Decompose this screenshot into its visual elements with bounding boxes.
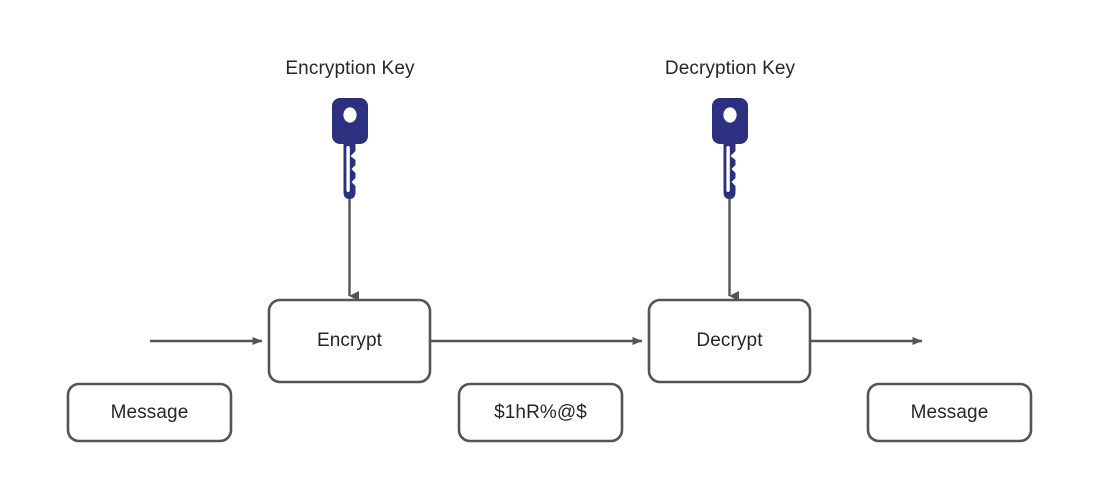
plaintext-input-box[interactable] <box>66 382 233 443</box>
plaintext-output-label: Message <box>868 384 1031 441</box>
decrypt-process-label-text: Decrypt <box>696 330 763 351</box>
encryption-key-caption: Encryption Key <box>240 55 460 83</box>
decryption-key-icon[interactable] <box>712 98 748 199</box>
encrypt-process-label-text: Encrypt <box>316 330 383 351</box>
decryption-key-caption: Decryption Key <box>620 55 840 83</box>
decrypt-process-label: Decrypt <box>649 300 810 382</box>
decryption-key-caption-text: Decryption Key <box>664 58 796 79</box>
encryption-key-caption-text: Encryption Key <box>285 58 415 79</box>
encrypt-process-label: Encrypt <box>269 300 430 382</box>
ciphertext-label: $1hR%@$ <box>459 384 622 441</box>
plaintext-input-label: Message <box>68 384 231 441</box>
plaintext-output-label-text: Message <box>910 401 989 423</box>
ciphertext-label-text: $1hR%@$ <box>494 401 587 423</box>
ciphertext-box[interactable] <box>457 382 624 443</box>
plaintext-output-box[interactable] <box>866 382 1033 443</box>
encryption-key-icon[interactable] <box>332 98 368 199</box>
plaintext-input-label-text: Message <box>110 401 189 423</box>
